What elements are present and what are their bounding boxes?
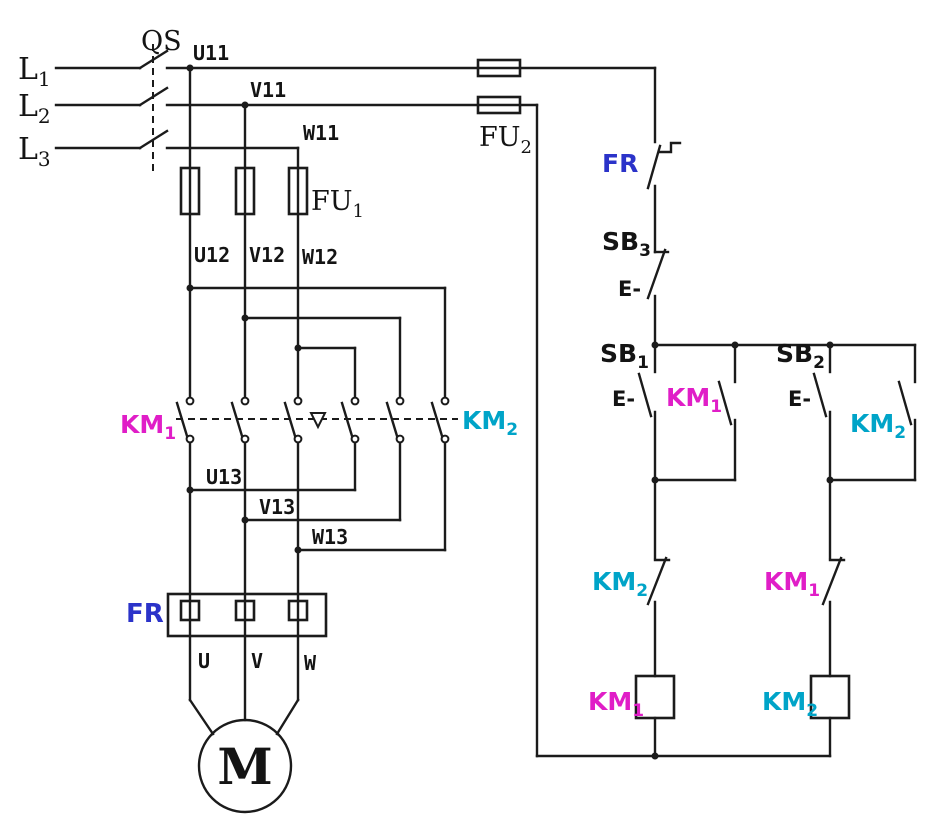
label-w12: W12	[302, 245, 338, 269]
label-w13: W13	[312, 525, 348, 549]
label-km2-main: KM2	[462, 406, 518, 440]
label-km2-aux: KM2	[850, 409, 906, 443]
km2-interlock-contact: KM2	[592, 478, 671, 678]
label-km1-main: KM1	[120, 410, 176, 444]
label-fu2: FU2	[479, 122, 532, 158]
km1-coil: KM1	[588, 674, 676, 760]
fuse-fu1-element-3	[287, 166, 309, 216]
motor-m: M	[188, 698, 300, 814]
fuse-fu2-element-1	[476, 58, 522, 78]
label-sb2-actuator: E-	[788, 387, 811, 411]
label-sb1-actuator: E-	[612, 387, 635, 411]
sb1-start-button: SB1 E-	[600, 339, 657, 482]
km2-coil: KM2	[762, 674, 851, 758]
label-u: U	[198, 649, 210, 673]
label-fu1: FU1	[311, 186, 364, 222]
fuse-fu1: FU1 U12 V12 W12	[179, 166, 364, 269]
phase-lines: L1 L2 L3	[18, 52, 142, 171]
contactor-linkage	[176, 412, 458, 430]
contactor-km1-main-contacts: KM1	[120, 396, 303, 444]
fr-nc-contact: FR	[602, 66, 682, 254]
km2-aux-contact: KM2	[828, 343, 917, 482]
label-w: W	[304, 651, 317, 675]
label-phase-l1: L1	[18, 52, 51, 91]
label-fr-power: FR	[126, 599, 164, 629]
label-phase-l2: L2	[18, 89, 51, 128]
fuse-fu2-element-2	[476, 95, 522, 115]
reversing-crossover-output: U13 V13 W13	[186, 441, 447, 722]
label-w11: W11	[303, 121, 339, 145]
label-sb3: SB3	[602, 227, 651, 261]
sb3-stop-button: SB3 E-	[602, 227, 670, 347]
fuse-fu1-element-2	[234, 166, 256, 216]
power-circuit: L1 L2 L3 QS U11 V11 W11	[18, 26, 657, 814]
fuse-fu2: FU2	[476, 58, 532, 158]
fuse-fu1-element-1	[179, 166, 201, 216]
label-sb3-actuator: E-	[618, 277, 641, 301]
motor-body	[197, 718, 293, 814]
control-circuit: FU2 FR SB3 E-	[476, 58, 917, 760]
label-sb1: SB1	[600, 339, 649, 373]
thermal-relay-box	[166, 592, 328, 638]
disconnect-switch-qs: QS	[138, 26, 182, 172]
thermal-contact-detent	[658, 141, 682, 154]
label-km1-aux: KM1	[666, 383, 722, 417]
sb2-start-button: SB2 E-	[776, 339, 832, 482]
label-v11: V11	[250, 78, 286, 102]
label-motor: M	[217, 737, 272, 796]
phase-conductors	[188, 66, 300, 399]
label-sb2: SB2	[776, 339, 825, 373]
label-u13: U13	[206, 465, 242, 489]
km1-aux-contact: KM1	[653, 343, 737, 482]
label-u12: U12	[194, 243, 230, 267]
km1-interlock-contact: KM1	[764, 478, 846, 678]
label-qs: QS	[141, 26, 182, 57]
reversing-crossover-feed	[186, 284, 447, 399]
thermal-element-3	[287, 599, 309, 622]
label-u11: U11	[193, 41, 229, 65]
label-v: V	[251, 649, 263, 673]
label-km2-coil: KM2	[762, 687, 818, 721]
control-return-wire	[535, 103, 832, 758]
label-v12: V12	[249, 243, 285, 267]
thermal-element-1	[179, 599, 201, 622]
thermal-element-2	[234, 599, 256, 622]
label-km1-coil: KM1	[588, 687, 644, 721]
label-km1-interlock: KM1	[764, 567, 820, 601]
linkage-marker-icon	[309, 412, 327, 430]
supply-bus: U11 V11 W11	[165, 41, 657, 150]
label-fr-control: FR	[602, 149, 638, 178]
label-phase-l3: L3	[18, 132, 51, 171]
label-km2-interlock: KM2	[592, 567, 648, 601]
label-v13: V13	[259, 495, 295, 519]
thermal-relay-fr: FR U V W	[126, 592, 328, 675]
